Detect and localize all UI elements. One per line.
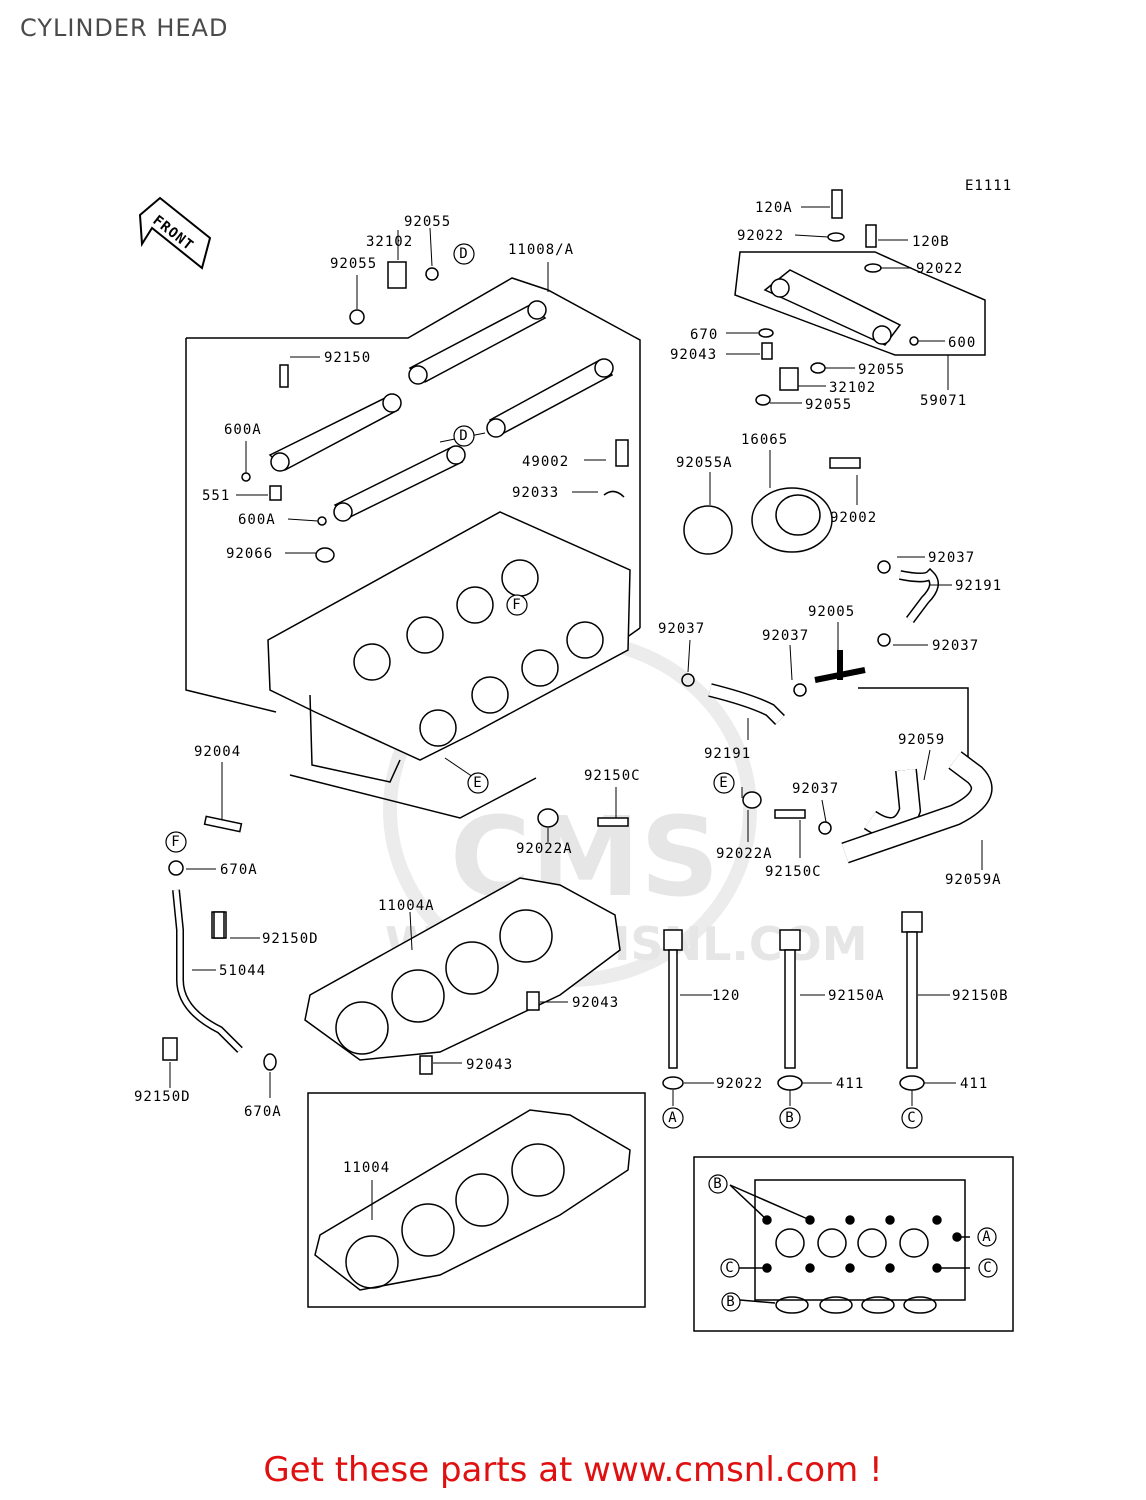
part-callout[interactable]: 92059A [945,872,1002,888]
part-callout[interactable]: 92022A [716,846,773,862]
part-callout[interactable]: 32102 [829,380,876,396]
ref-marker-e: E [719,775,728,791]
leader-lines [169,206,983,1220]
ref-marker-d: D [459,246,468,262]
inset-gasket-11004 [307,1092,646,1308]
part-callout[interactable]: 670A [220,862,258,878]
part-callout[interactable]: 600 [948,335,976,351]
part-callout[interactable]: 92022 [716,1076,763,1092]
ref-marker-c: C [907,1110,916,1126]
thermostat-housing [683,457,861,555]
oil-pipe-assembly [734,189,986,406]
reference-markers: D D F F E E A B C B C B A C [165,243,998,1312]
part-callout[interactable]: 16065 [741,432,788,448]
part-callout[interactable]: 92059 [898,732,945,748]
part-callout[interactable]: 600A [224,422,262,438]
part-callout[interactable]: 92150C [584,768,641,784]
part-callout[interactable]: 92150D [262,931,319,947]
part-callout[interactable]: 92191 [704,746,751,762]
part-callout[interactable]: 670 [690,327,718,343]
ref-marker-b: B [713,1176,722,1192]
part-callout[interactable]: 59071 [920,393,967,409]
part-callout[interactable]: 92055A [676,455,733,471]
part-callout[interactable]: 11008/A [508,242,574,258]
part-callout[interactable]: 51044 [219,963,266,979]
part-callout[interactable]: 32102 [366,234,413,250]
part-callout[interactable]: 92037 [762,628,809,644]
ref-marker-c: C [725,1260,734,1276]
inset-bolt-tightening-pattern [693,1156,1014,1332]
head-bolts [213,911,925,1091]
footer-link[interactable]: Get these parts at www.cmsnl.com ! [263,1450,883,1490]
part-callout[interactable]: 411 [960,1076,988,1092]
part-callout[interactable]: 92191 [955,578,1002,594]
ref-marker-d: D [459,428,468,444]
part-callout[interactable]: 92150 [324,350,371,366]
part-callout[interactable]: 92055 [858,362,905,378]
ref-marker-a: A [982,1229,991,1245]
part-callout[interactable]: 92066 [226,546,273,562]
ref-marker-c: C [983,1260,992,1276]
ref-marker-f: F [512,597,521,613]
front-arrow-icon: FRONT [138,196,212,270]
ref-marker-e: E [473,775,482,791]
part-callout[interactable]: 92043 [670,347,717,363]
part-callout[interactable]: 92022A [516,841,573,857]
ref-marker-b: B [785,1110,794,1126]
part-callouts: 120A 92022 120B 92022 670 600 92043 9205… [134,200,1009,1176]
part-callout[interactable]: 120A [755,200,793,216]
part-callout[interactable]: 92005 [808,604,855,620]
ref-marker-b: B [726,1294,735,1310]
part-callout[interactable]: 92004 [194,744,241,760]
part-callout[interactable]: 92150A [828,988,885,1004]
part-callout[interactable]: 92043 [572,995,619,1011]
part-callout[interactable]: 120 [712,988,740,1004]
part-callout[interactable]: 92022 [916,261,963,277]
part-callout[interactable]: 11004 [343,1160,390,1176]
part-callout[interactable]: 92002 [830,510,877,526]
part-callout[interactable]: 92022 [737,228,784,244]
part-callout[interactable]: 92150B [952,988,1009,1004]
head-gasket-11004A [304,877,621,1075]
part-callout[interactable]: 120B [912,234,950,250]
part-callout[interactable]: 49002 [522,454,569,470]
part-callout[interactable]: 92150C [765,864,822,880]
part-callout[interactable]: 92037 [792,781,839,797]
part-callout[interactable]: 92037 [658,621,705,637]
camshafts [268,300,614,522]
part-callout[interactable]: 92055 [404,214,451,230]
page-title: CYLINDER HEAD [20,14,229,42]
ref-marker-a: A [668,1110,677,1126]
part-callout[interactable]: 551 [202,488,230,504]
part-callout[interactable]: 92055 [805,397,852,413]
ref-marker-f: F [171,834,180,850]
diagram-code: E1111 [965,178,1012,194]
part-callout[interactable]: 411 [836,1076,864,1092]
oil-pipe-fittings-left [241,261,629,563]
part-callout[interactable]: 92037 [932,638,979,654]
part-callout[interactable]: 11004A [378,898,435,914]
part-callout[interactable]: 92150D [134,1089,191,1105]
part-callout[interactable]: 92055 [330,256,377,272]
part-callout[interactable]: 670A [244,1104,282,1120]
part-callout[interactable]: 92033 [512,485,559,501]
cylinder-head-body [267,511,631,783]
part-callout[interactable]: 92037 [928,550,975,566]
hoses [203,560,993,864]
part-callout[interactable]: 92043 [466,1057,513,1073]
part-callout[interactable]: 600A [238,512,276,528]
